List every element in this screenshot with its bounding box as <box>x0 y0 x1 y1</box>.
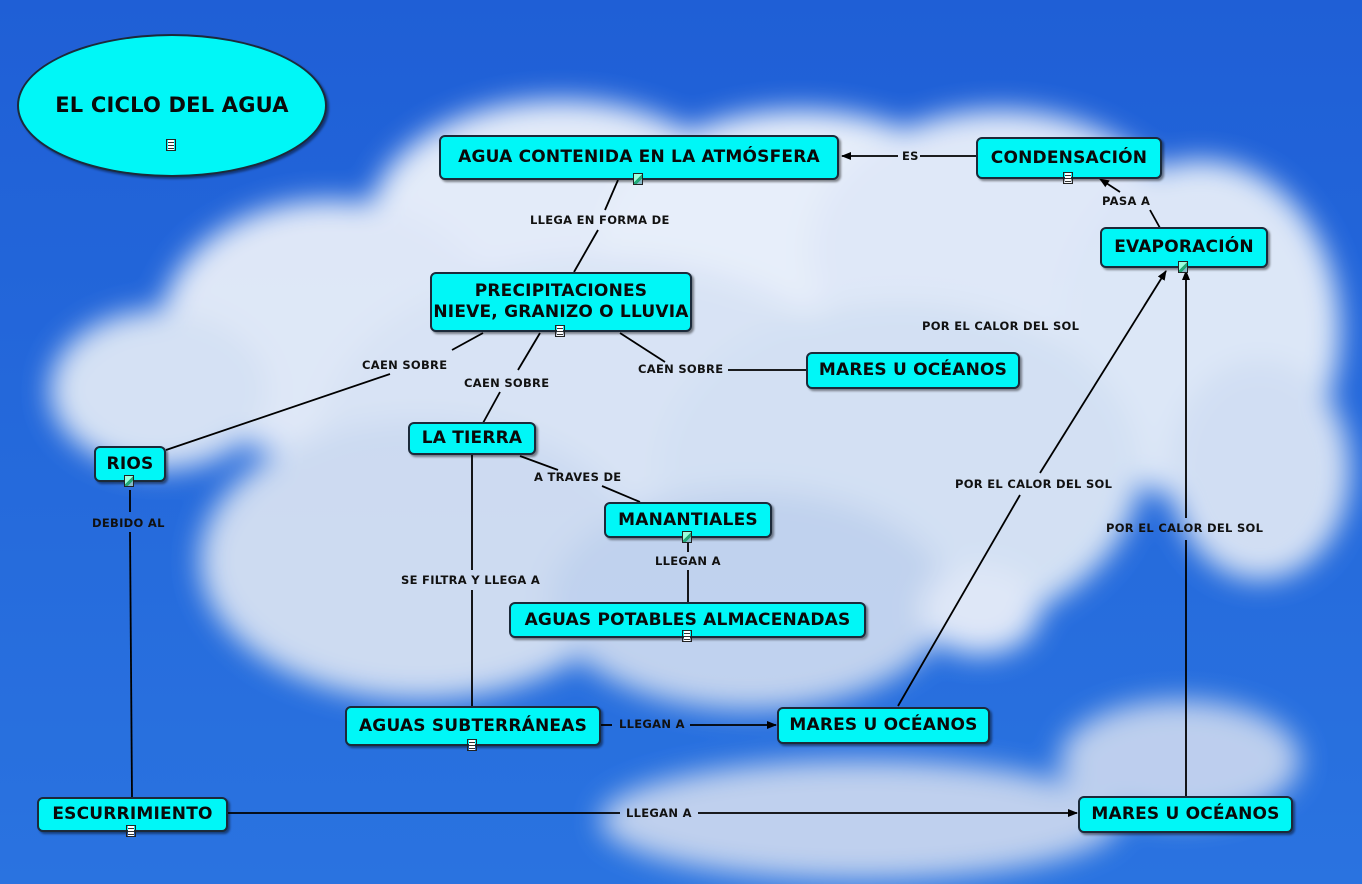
node-precipitaciones[interactable]: PRECIPITACIONES NIEVE, GRANIZO O LLUVIA <box>430 272 692 332</box>
title-text: EL CICLO DEL AGUA <box>55 95 289 116</box>
link-label-caen-right: CAEN SOBRE <box>638 362 723 376</box>
node-tierra-label: LA TIERRA <box>422 428 523 449</box>
link-label-calor-mid: POR EL CALOR DEL SOL <box>955 477 1112 491</box>
document-icon[interactable] <box>555 325 565 337</box>
node-mares-bottom-label: MARES U OCÉANOS <box>1091 804 1279 825</box>
line-evap-pasa <box>1150 210 1160 228</box>
line-debido-escurr <box>130 532 132 797</box>
image-icon[interactable] <box>124 475 134 487</box>
link-label-llegan-sub: LLEGAN A <box>619 717 685 731</box>
link-label-calor-top: POR EL CALOR DEL SOL <box>922 319 1079 333</box>
image-icon[interactable] <box>1178 261 1188 273</box>
document-icon[interactable] <box>1063 172 1073 184</box>
link-label-caen-left: CAEN SOBRE <box>362 358 447 372</box>
link-label-llega-forma: LLEGA EN FORMA DE <box>530 213 670 227</box>
line-traves-manant <box>602 486 640 502</box>
line-tierra-traves <box>520 456 558 470</box>
node-potables-label: AGUAS POTABLES ALMACENADAS <box>525 610 851 631</box>
line-llega-precip <box>574 230 598 272</box>
title-oval-ciclo-del-agua[interactable]: EL CICLO DEL AGUA <box>17 34 327 177</box>
node-atmosfera-label: AGUA CONTENIDA EN LA ATMÓSFERA <box>458 147 820 168</box>
line-calor-evap <box>1040 271 1166 473</box>
node-mares-mid-label: MARES U OCÉANOS <box>789 715 977 736</box>
line-precip-caen-right <box>620 333 665 362</box>
line-pasa-condens <box>1100 179 1120 192</box>
link-label-caen-mid: CAEN SOBRE <box>464 376 549 390</box>
line-precip-caen-left <box>452 333 483 350</box>
node-rios-label: RIOS <box>107 454 154 475</box>
node-mares-top[interactable]: MARES U OCÉANOS <box>806 352 1020 389</box>
node-mares-top-label: MARES U OCÉANOS <box>819 360 1007 381</box>
node-precipitaciones-line1: PRECIPITACIONES <box>475 281 648 302</box>
node-evaporacion-label: EVAPORACIÓN <box>1114 237 1254 258</box>
image-icon[interactable] <box>682 531 692 543</box>
document-icon[interactable] <box>467 739 477 751</box>
line-precip-caen-mid <box>518 333 540 370</box>
link-label-debido-al: DEBIDO AL <box>92 516 165 530</box>
node-mares-mid[interactable]: MARES U OCÉANOS <box>777 707 990 744</box>
node-condensacion-label: CONDENSACIÓN <box>991 148 1147 169</box>
document-icon[interactable] <box>166 139 176 151</box>
node-precipitaciones-line2: NIEVE, GRANIZO O LLUVIA <box>433 302 688 323</box>
node-escurrimiento-label: ESCURRIMIENTO <box>52 804 212 825</box>
line-atm-llega <box>605 180 618 210</box>
document-icon[interactable] <box>126 825 136 837</box>
link-label-a-traves: A TRAVES DE <box>534 470 621 484</box>
line-caen-mid-tierra <box>483 392 500 423</box>
line-caen-left-rios <box>166 374 390 450</box>
document-icon[interactable] <box>682 630 692 642</box>
line-maresmid-calor <box>898 495 1020 706</box>
node-mares-bottom[interactable]: MARES U OCÉANOS <box>1078 796 1293 833</box>
link-label-calor-right: POR EL CALOR DEL SOL <box>1106 521 1263 535</box>
node-manantiales-label: MANANTIALES <box>618 510 758 531</box>
link-label-se-filtra: SE FILTRA Y LLEGA A <box>401 573 540 587</box>
link-label-llegan-escurr: LLEGAN A <box>626 806 692 820</box>
link-label-llegan-manantial: LLEGAN A <box>655 554 721 568</box>
link-label-es: ES <box>902 149 919 163</box>
image-icon[interactable] <box>633 173 643 185</box>
node-tierra[interactable]: LA TIERRA <box>408 422 536 455</box>
node-subterraneas-label: AGUAS SUBTERRÁNEAS <box>359 716 587 737</box>
link-label-pasa-a: PASA A <box>1102 194 1150 208</box>
